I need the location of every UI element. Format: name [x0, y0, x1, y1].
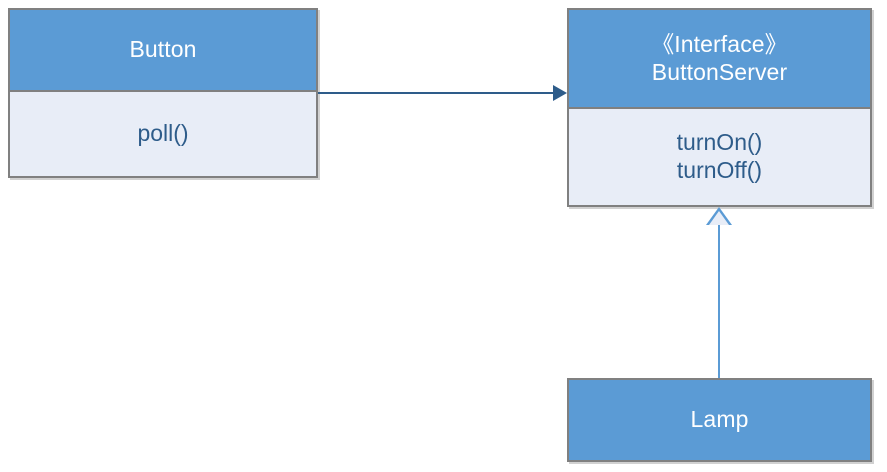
class-box-lamp[interactable]: Lamp [567, 378, 872, 462]
operation-poll: poll() [137, 120, 189, 147]
class-box-button-header: Button [10, 10, 316, 92]
class-box-button-operations: poll() [10, 92, 316, 176]
operation-turnon: turnOn() [676, 129, 763, 156]
association-line-button-to-buttonserver [318, 92, 556, 94]
realization-triangle-fill-icon [709, 211, 729, 225]
operation-turnoff: turnOff() [676, 157, 763, 183]
interface-box-buttonserver-header: 《Interface》 ButtonServer [569, 10, 870, 109]
interface-box-buttonserver-title: ButtonServer [651, 58, 788, 85]
class-box-lamp-header: Lamp [569, 380, 870, 460]
interface-box-buttonserver-operations: turnOn() turnOff() [569, 109, 870, 205]
class-box-button[interactable]: Button poll() [8, 8, 318, 178]
association-arrowhead-icon [553, 85, 567, 101]
class-box-button-title: Button [129, 36, 197, 63]
interface-box-buttonserver[interactable]: 《Interface》 ButtonServer turnOn() turnOf… [567, 8, 872, 207]
class-box-lamp-title: Lamp [690, 406, 749, 433]
realization-line-lamp-to-buttonserver [718, 225, 720, 378]
interface-stereotype-label: 《Interface》 [651, 31, 788, 58]
